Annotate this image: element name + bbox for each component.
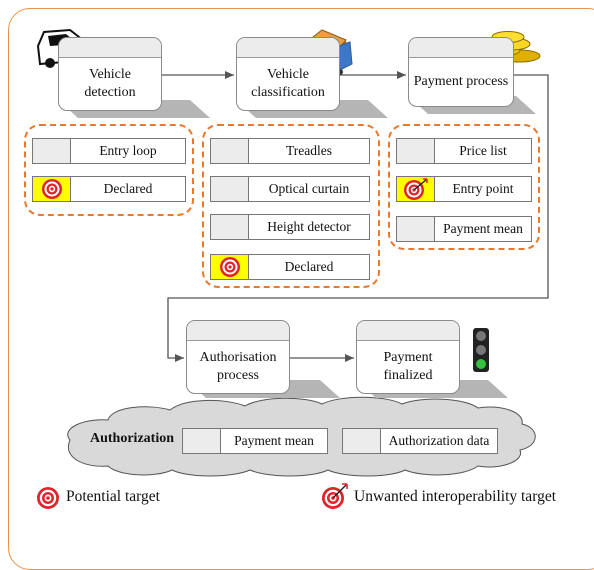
item-label: Height detector [267,219,351,234]
item-label: Entry loop [99,143,157,158]
item-label: Payment mean [443,221,523,236]
legend-potential-target-icon [37,487,59,509]
classification-group [202,124,380,288]
list-item-payment-mean: Payment mean [396,216,532,242]
list-item-height-detector: Height detector [210,214,370,240]
diagram-canvas: Vehicle detection Vehicle classification… [8,8,594,570]
item-label: Optical curtain [268,181,350,196]
process-payment-process: Payment process [408,37,514,107]
legend-unwanted-target-icon [322,483,348,509]
list-item-treadles: Treadles [210,138,370,164]
process-vehicle-detection: Vehicle detection [58,37,162,111]
process-label: Payment process [413,73,509,89]
item-label: Declared [284,259,334,274]
item-label: Payment mean [234,433,314,448]
target-with-arrow-icon [403,178,428,200]
process-label: Authorisation process [199,349,277,383]
process-payment-finalized: Payment finalized [356,320,460,394]
legend-unwanted-target: Unwanted interoperability target [354,488,557,505]
target-icon [219,257,240,277]
list-item-auth-payment-mean: Payment mean [182,428,328,454]
process-authorisation-process: Authorisation process [186,320,290,394]
list-item-authorization-data: Authorization data [342,428,498,454]
item-label: Price list [459,143,507,158]
item-label: Entry point [452,181,514,196]
list-item-declared: Declared [210,254,370,280]
list-item-optical-curtain: Optical curtain [210,176,370,202]
list-item-declared: Declared [32,176,186,202]
item-label: Treadles [286,143,332,158]
legend-potential-target: Potential target [66,488,160,505]
payment-group [388,124,540,250]
process-vehicle-classification: Vehicle classification [236,37,340,111]
arrow-payment-to-authorisation [167,74,549,362]
process-label: Vehicle detection [84,66,136,100]
target-icon [41,179,62,199]
list-item-price-list: Price list [396,138,532,164]
authorization-label: Authorization [90,431,174,446]
list-item-entry-loop: Entry loop [32,138,186,164]
item-label: Authorization data [388,433,490,448]
traffic-light-icon [473,328,489,372]
process-label: Payment finalized [383,349,433,383]
list-item-entry-point: Entry point [396,176,532,202]
item-label: Declared [103,181,153,196]
process-label: Vehicle classification [251,66,325,100]
detection-group [24,124,194,216]
